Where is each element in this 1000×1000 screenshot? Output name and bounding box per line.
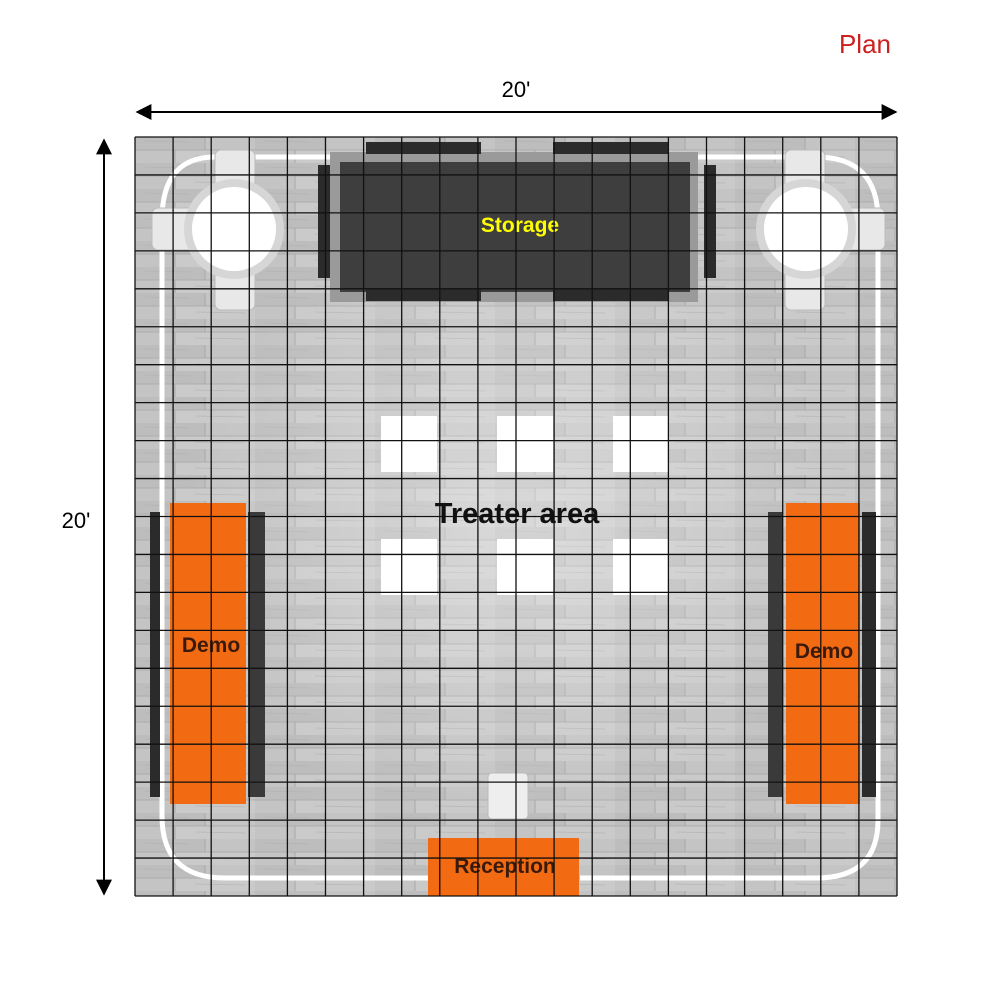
seat: [613, 539, 669, 595]
reception-label: Reception: [454, 855, 556, 878]
seat: [497, 416, 553, 472]
width-dimension-label: 20': [502, 77, 531, 102]
demo-station-right: Demo: [768, 503, 876, 804]
grid-overlay: [134, 136, 898, 897]
theater-area-label: Treater area: [435, 498, 600, 530]
display-kiosk-left: [151, 149, 284, 311]
depth-dimension: 20': [62, 138, 112, 896]
plan-title: Plan: [839, 29, 891, 59]
theater-seating: [381, 416, 669, 595]
demo-right-label: Demo: [795, 640, 853, 663]
seat: [381, 539, 437, 595]
width-dimension: 20': [135, 77, 898, 120]
display-kiosk-right: [756, 149, 886, 311]
seat: [613, 416, 669, 472]
storage-room: Storage: [318, 142, 716, 302]
seat: [381, 416, 437, 472]
storage-label: Storage: [481, 214, 559, 237]
seat: [497, 539, 553, 595]
demo-station-left: Demo: [150, 503, 265, 804]
booth-outline: [159, 154, 881, 881]
depth-dimension-label: 20': [62, 508, 91, 533]
